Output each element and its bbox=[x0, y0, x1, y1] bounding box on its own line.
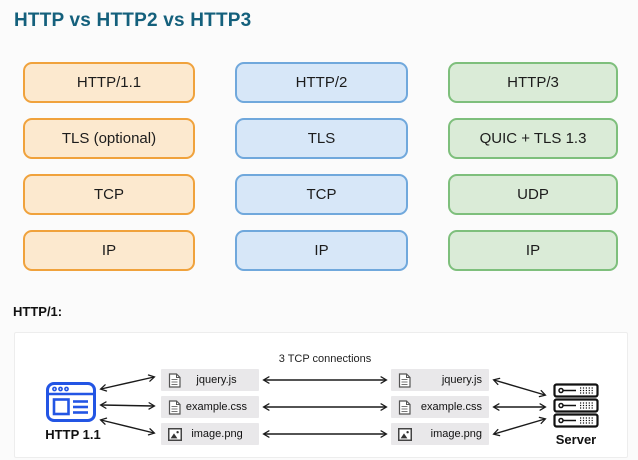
image-icon bbox=[168, 427, 182, 441]
client-file-css: example.css bbox=[161, 396, 259, 418]
server-file-image: image.png bbox=[391, 423, 489, 445]
file-name: jquery.js bbox=[196, 374, 237, 386]
server-rack-icon bbox=[553, 383, 599, 428]
stack-box-quic-tls13: QUIC + TLS 1.3 bbox=[448, 118, 618, 159]
stack-box-tls: TLS bbox=[235, 118, 408, 159]
http1-section-heading: HTTP/1: bbox=[13, 304, 63, 319]
connection-arrows bbox=[99, 374, 547, 438]
http1-connection-diagram: 3 TCP connections HTTP 1.1 jquery.js bbox=[14, 332, 628, 458]
stack-box-ip-3: IP bbox=[448, 230, 618, 271]
stack-box-tcp-1: TCP bbox=[23, 174, 195, 215]
client-file-image: image.png bbox=[161, 423, 259, 445]
stack-box-tls-optional: TLS (optional) bbox=[23, 118, 195, 159]
file-name: example.css bbox=[420, 401, 482, 413]
document-icon bbox=[168, 372, 181, 388]
file-name: image.png bbox=[191, 428, 243, 440]
page-title: HTTP vs HTTP2 vs HTTP3 bbox=[14, 10, 252, 31]
document-icon bbox=[168, 399, 181, 415]
image-icon bbox=[398, 427, 412, 441]
server-label: Server bbox=[555, 432, 597, 447]
stack-box-ip-2: IP bbox=[235, 230, 408, 271]
file-name: jquery.js bbox=[441, 374, 482, 386]
file-name: example.css bbox=[185, 401, 248, 413]
protocol-stack-grid: HTTP/1.1 HTTP/2 HTTP/3 TLS (optional) TL… bbox=[23, 62, 618, 271]
stack-box-ip-1: IP bbox=[23, 230, 195, 271]
browser-window-icon bbox=[46, 382, 96, 422]
document-icon bbox=[398, 372, 411, 388]
stack-box-http3: HTTP/3 bbox=[448, 62, 618, 103]
stack-box-http2: HTTP/2 bbox=[235, 62, 408, 103]
server-file-jquery: jquery.js bbox=[391, 369, 489, 391]
document-icon bbox=[398, 399, 411, 415]
file-name: image.png bbox=[430, 428, 482, 440]
tcp-connections-label: 3 TCP connections bbox=[278, 353, 372, 365]
client-label: HTTP 1.1 bbox=[45, 427, 101, 442]
client-file-jquery: jquery.js bbox=[161, 369, 259, 391]
server-file-css: example.css bbox=[391, 396, 489, 418]
stack-box-http11: HTTP/1.1 bbox=[23, 62, 195, 103]
stack-box-tcp-2: TCP bbox=[235, 174, 408, 215]
stack-box-udp: UDP bbox=[448, 174, 618, 215]
